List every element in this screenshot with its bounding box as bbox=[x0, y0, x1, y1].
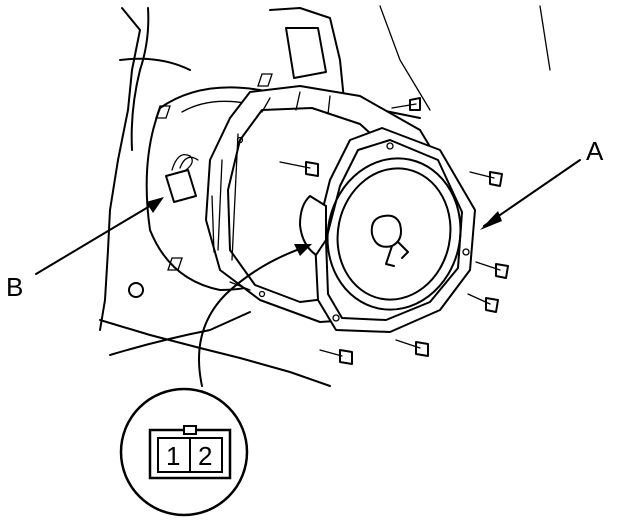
connector-pin-1: 1 bbox=[166, 441, 180, 471]
connector-lock-tab bbox=[183, 425, 197, 435]
speaker-unit bbox=[299, 127, 476, 333]
mounting-screws bbox=[229, 97, 509, 365]
detail-leader bbox=[198, 244, 312, 387]
callout-b-label: B bbox=[6, 272, 23, 302]
door-panel bbox=[99, 5, 551, 387]
callout-a: A bbox=[480, 136, 604, 230]
callout-b: B bbox=[6, 197, 164, 302]
connector-detail: 1 2 bbox=[119, 387, 249, 517]
connector-pin-2: 2 bbox=[198, 441, 212, 471]
callout-a-label: A bbox=[586, 136, 604, 166]
door-harness-connector bbox=[165, 153, 199, 203]
